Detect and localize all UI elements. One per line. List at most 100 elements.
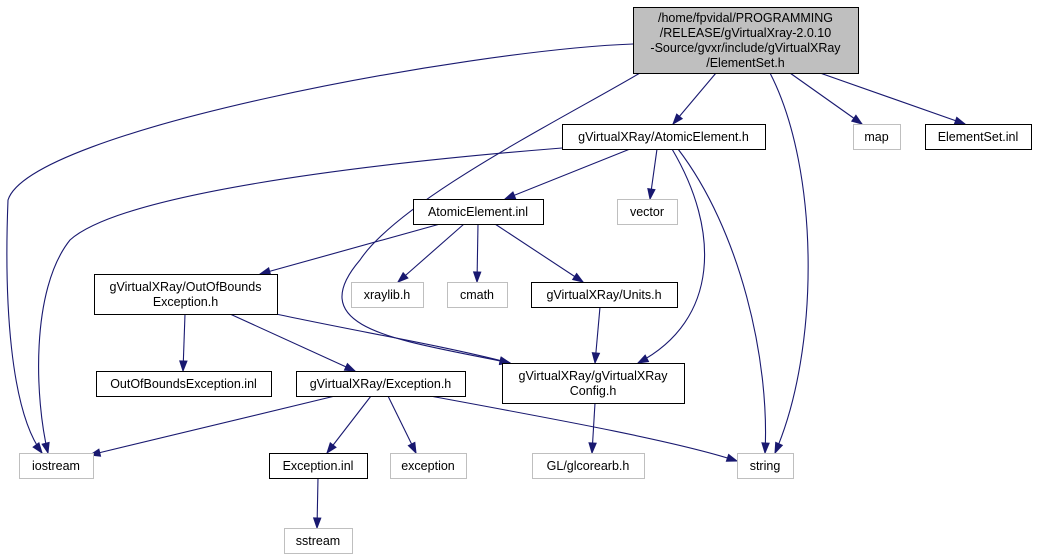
node-label: Exception.h (153, 295, 218, 309)
arrowhead (258, 267, 272, 276)
edge-line (38, 147, 563, 454)
node-map: map (853, 124, 901, 150)
node-elementset-inl[interactable]: ElementSet.inl (925, 124, 1032, 150)
node-label: Exception.inl (283, 459, 354, 473)
node-box (94, 274, 278, 315)
node-atomic-inl[interactable]: AtomicElement.inl (413, 199, 544, 225)
node-box (617, 199, 678, 225)
edge-line (769, 72, 809, 454)
node-sstream: sstream (284, 528, 353, 554)
edge-root-to-string (769, 72, 809, 455)
arrowhead (850, 114, 864, 125)
arrowhead (396, 271, 409, 283)
edge-line (637, 148, 706, 364)
edge-atomic-inl-to-cmath (472, 223, 482, 284)
edge-exception-h-to-exception-inl (326, 395, 372, 455)
node-label: gVirtualXRay/Exception.h (310, 377, 452, 391)
node-root[interactable]: /home/fpvidal/PROGRAMMING/RELEASE/gVirtu… (633, 7, 859, 74)
node-xraylib: xraylib.h (351, 282, 424, 308)
node-box (532, 453, 645, 479)
node-cmath: cmath (447, 282, 508, 308)
arrowhead (953, 116, 967, 125)
edges-layer (6, 43, 967, 530)
node-exception-inl[interactable]: Exception.inl (269, 453, 368, 479)
node-vector: vector (617, 199, 678, 225)
edge-exception-h-to-exception (387, 395, 417, 455)
edge-line (6, 43, 634, 454)
node-box (390, 453, 467, 479)
node-label: vector (630, 205, 664, 219)
node-oob-h[interactable]: gVirtualXRay/OutOfBoundsException.h (94, 274, 278, 315)
node-box (737, 453, 794, 479)
edge-line (789, 72, 863, 125)
node-box (562, 124, 766, 150)
edge-atomic-inl-to-xraylib (396, 223, 465, 283)
node-box (19, 453, 94, 479)
arrowhead (312, 517, 322, 530)
edge-line (387, 395, 417, 454)
node-iostream: iostream (19, 453, 94, 479)
edge-config-to-glcorearb (588, 402, 597, 455)
nodes-layer: /home/fpvidal/PROGRAMMING/RELEASE/gVirtu… (19, 7, 1032, 554)
arrowhead (407, 441, 417, 455)
node-label: ElementSet.inl (938, 130, 1019, 144)
node-atomic-h[interactable]: gVirtualXRay/AtomicElement.h (562, 124, 766, 150)
arrowhead (503, 191, 517, 200)
edge-exception-h-to-string (429, 395, 739, 462)
edge-line (259, 223, 441, 275)
node-label: gVirtualXRay/AtomicElement.h (578, 130, 749, 144)
node-oob-inl[interactable]: OutOfBoundsException.inl (96, 371, 272, 397)
node-box (296, 371, 466, 397)
node-label: -Source/gvxr/include/gVirtualXRay (650, 41, 841, 55)
node-exception-h[interactable]: gVirtualXRay/Exception.h (296, 371, 466, 397)
edge-atomic-h-to-config (636, 148, 706, 364)
arrowhead (672, 113, 684, 126)
arrowhead (588, 442, 597, 455)
edge-root-to-iostream (6, 43, 634, 455)
node-units[interactable]: gVirtualXRay/Units.h (531, 282, 678, 308)
node-label: GL/glcorearb.h (547, 459, 630, 473)
node-box (284, 528, 353, 554)
node-label: cmath (460, 288, 494, 302)
edge-atomic-h-to-iostream (38, 147, 563, 455)
node-label: AtomicElement.inl (428, 205, 528, 219)
node-label: string (750, 459, 781, 473)
node-label: gVirtualXRay/OutOfBounds (110, 280, 262, 294)
arrowhead (774, 441, 784, 455)
arrowhead (571, 272, 585, 283)
arrowhead (761, 442, 770, 455)
edge-line (326, 395, 372, 454)
arrowhead (32, 442, 43, 455)
edge-line (397, 223, 465, 283)
node-label: gVirtualXRay/Units.h (546, 288, 661, 302)
arrowhead (41, 441, 50, 455)
arrowhead (636, 354, 650, 364)
edge-oob-h-to-oob-inl (179, 313, 188, 373)
arrowhead (647, 188, 656, 201)
node-box (853, 124, 901, 150)
node-label: map (864, 130, 888, 144)
node-box (447, 282, 508, 308)
edge-oob-h-to-exception-h (229, 313, 357, 372)
node-string: string (737, 453, 794, 479)
node-box (269, 453, 368, 479)
node-label: /ElementSet.h (706, 56, 785, 70)
node-exception: exception (390, 453, 467, 479)
node-box (351, 282, 424, 308)
node-label: Config.h (570, 384, 617, 398)
node-box (531, 282, 678, 308)
arrowhead (591, 352, 601, 365)
node-label: iostream (32, 459, 80, 473)
edge-line (677, 148, 767, 454)
node-box (633, 7, 859, 74)
edge-exception-h-to-iostream (88, 395, 336, 457)
edge-root-to-elementset-inl (819, 72, 967, 125)
arrowhead (343, 362, 357, 372)
node-box (925, 124, 1032, 150)
node-box (413, 199, 544, 225)
node-label: /RELEASE/gVirtualXray-2.0.10 (660, 26, 831, 40)
edge-line (494, 223, 584, 283)
edge-line (672, 72, 717, 125)
